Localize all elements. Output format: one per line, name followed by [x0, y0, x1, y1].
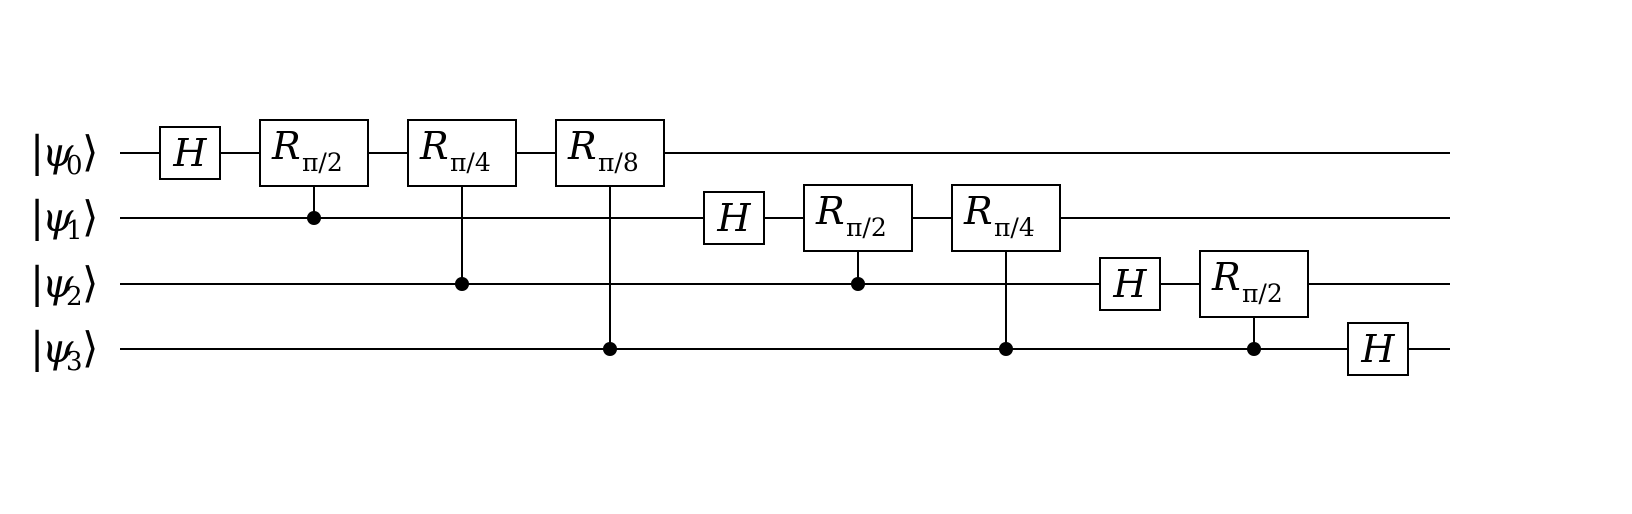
gate-box	[259, 119, 369, 187]
gate-label: H	[1360, 327, 1395, 371]
gate-subscript: π/2	[846, 213, 887, 242]
gate-label: R	[963, 189, 993, 233]
gate-subscript: π/2	[302, 148, 343, 177]
ket-bar: |	[30, 323, 44, 372]
gate-label: R	[271, 124, 301, 168]
qubit-label-3: |ψ3⟩	[30, 323, 98, 377]
hadamard-gate-9: H	[1347, 322, 1409, 376]
ket-index: 1	[66, 216, 83, 246]
ket-rangle: ⟩	[82, 127, 98, 176]
control-dot-6	[999, 342, 1013, 356]
gate-box	[1099, 257, 1161, 311]
qubit-label-2: |ψ2⟩	[30, 258, 98, 312]
control-dot-3	[603, 342, 617, 356]
ket-symbol: ψ	[42, 130, 74, 176]
qubit-wires	[120, 152, 1450, 350]
gate-label: H	[1112, 262, 1147, 306]
ket-bar: |	[30, 258, 44, 307]
gate-label: R	[1211, 255, 1241, 299]
gate-box	[703, 191, 765, 245]
gate-label: R	[815, 189, 845, 233]
qubit-labels: |ψ0⟩|ψ1⟩|ψ2⟩|ψ3⟩	[30, 127, 98, 377]
gate-label: H	[716, 196, 751, 240]
hadamard-gate-4: H	[703, 191, 765, 245]
control-dot-1	[307, 211, 321, 225]
control-dot-5	[851, 277, 865, 291]
gate-label: R	[419, 124, 449, 168]
ket-rangle: ⟩	[82, 258, 98, 307]
qubit-label-1: |ψ1⟩	[30, 192, 98, 246]
control-dot-8	[1247, 342, 1261, 356]
ket-bar: |	[30, 127, 44, 176]
hadamard-gate-7: H	[1099, 257, 1161, 311]
gate-subscript: π/2	[1242, 279, 1283, 308]
gate-label: H	[172, 131, 207, 175]
control-dot-2	[455, 277, 469, 291]
ket-rangle: ⟩	[82, 192, 98, 241]
gate-box	[1347, 322, 1409, 376]
hadamard-gate-0: H	[159, 126, 221, 180]
gate-subscript: π/8	[598, 148, 639, 177]
gate-box	[1199, 250, 1309, 318]
ket-symbol: ψ	[42, 326, 74, 372]
qubit-label-0: |ψ0⟩	[30, 127, 98, 181]
ket-symbol: ψ	[42, 195, 74, 241]
gate-box	[803, 184, 913, 252]
gate-subscript: π/4	[994, 213, 1035, 242]
ket-index: 0	[66, 151, 83, 181]
ket-index: 2	[66, 282, 83, 312]
ket-symbol: ψ	[42, 261, 74, 307]
ket-bar: |	[30, 192, 44, 241]
gate-label: R	[567, 124, 597, 168]
gate-box	[159, 126, 221, 180]
gate-box	[555, 119, 665, 187]
gate-box	[951, 184, 1061, 252]
gate-box	[407, 119, 517, 187]
ket-index: 3	[66, 347, 83, 377]
ket-rangle: ⟩	[82, 323, 98, 372]
gate-subscript: π/4	[450, 148, 491, 177]
